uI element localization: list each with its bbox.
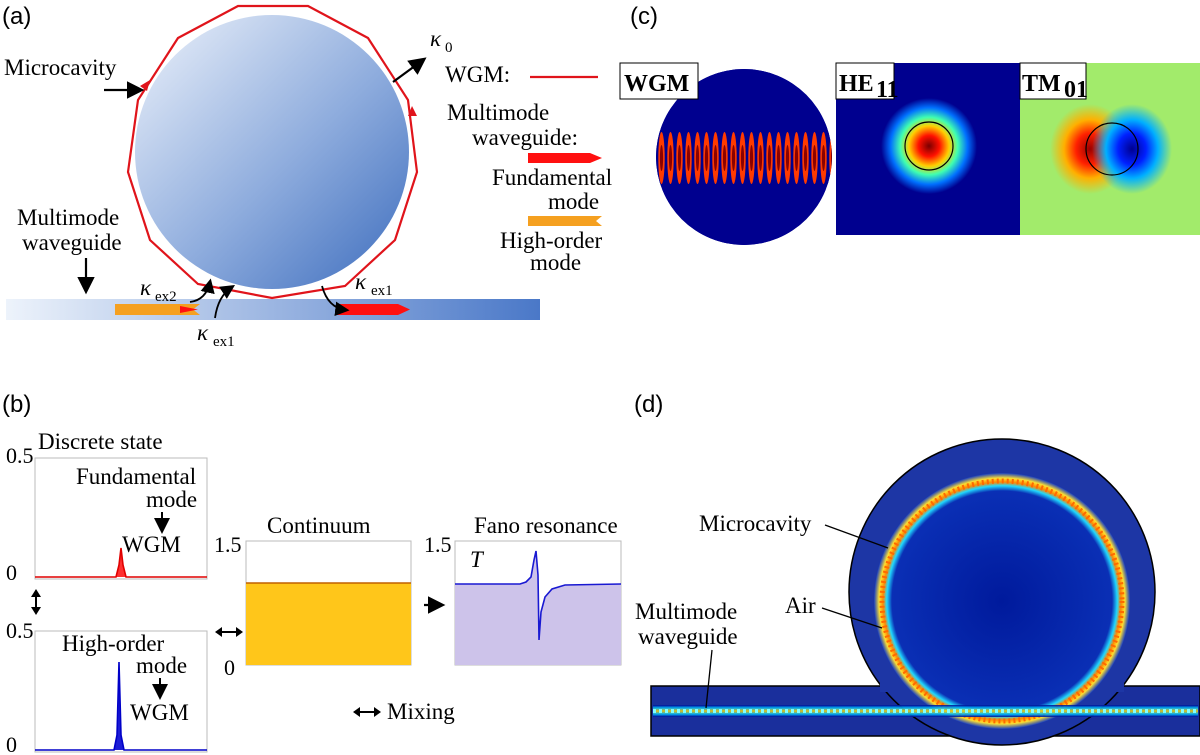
panel-a: (a) Microcavity Multimode waveguide κ 0 [2, 3, 612, 350]
tm01-title-box [1019, 62, 1087, 100]
panel-b: (b) 0.5 0 Discrete state Fundamental mod… [2, 391, 622, 755]
plot-fundamental-curve [35, 547, 207, 578]
wgm-polygon-path [126, 4, 419, 300]
svg-text:ex1: ex1 [213, 334, 235, 350]
svg-text:ex2: ex2 [155, 289, 177, 305]
continuum-title: Continuum [267, 513, 371, 538]
wgm-direction-arrow-right [408, 106, 417, 116]
panel-d-microcavity-leader [824, 524, 889, 549]
vertical-mixing-arrow [31, 589, 41, 615]
plot-high-order-curve [35, 661, 207, 751]
plot-high-order-tick-bottom: 0 [6, 732, 17, 755]
kappa-ex1-bottom-arrow [214, 285, 236, 319]
plot-fano-tick-top: 1.5 [424, 532, 452, 557]
plot-high-order-tick-top: 0.5 [6, 618, 34, 643]
plot-continuum-fill [246, 583, 411, 665]
fundamental-mode-pulse [336, 304, 410, 315]
waveguide-bar [6, 299, 540, 320]
legend-fundamental-line2: mode [548, 189, 599, 214]
microcavity-ring-dots [879, 478, 1125, 724]
panel-d-waveguide-line1: Multimode [635, 599, 737, 624]
fundamental-mode-line1: Fundamental [76, 464, 196, 489]
legend-fundamental-swatch [528, 153, 602, 163]
he11-field-spot [881, 98, 977, 194]
plot-fundamental-tick-bottom: 0 [6, 560, 17, 585]
svg-text:0: 0 [445, 40, 453, 56]
panel-d-label: (d) [634, 391, 663, 418]
fano-title: Fano resonance [474, 513, 618, 538]
legend-high-order-line2: mode [530, 250, 581, 275]
high-order-wgm-label: WGM [130, 700, 189, 725]
tm01-core-outline [1085, 122, 1139, 176]
svg-text:κ: κ [140, 275, 152, 300]
high-order-mode-pulse [115, 304, 200, 315]
fundamental-wgm-label: WGM [122, 532, 181, 557]
fano-t-label: T [470, 547, 485, 572]
waveguide-label-line2: waveguide [22, 230, 122, 255]
mixing-label: Mixing [387, 699, 455, 724]
kappa-ex1-right-arrow [321, 285, 350, 316]
plot-continuum-tick-top: 1.5 [214, 532, 242, 557]
plot-fundamental-tick-top: 0.5 [6, 443, 34, 468]
kappa-ex2-label: κ ex2 [140, 275, 177, 305]
panel-a-label: (a) [2, 3, 31, 30]
svg-text:TM: TM [1022, 71, 1061, 97]
svg-text:κ: κ [430, 26, 442, 51]
he11-title-box [835, 62, 895, 100]
panel-d-microcavity-label: Microcavity [699, 511, 812, 536]
mixing-legend-arrow [353, 707, 381, 717]
svg-text:κ: κ [355, 269, 367, 294]
fundamental-mode-line2: mode [146, 487, 197, 512]
panel-c-label: (c) [630, 3, 658, 30]
microcavity-disk [135, 15, 409, 289]
mixing-arrow-left [215, 627, 243, 637]
he11-title: HE 11 [839, 71, 899, 103]
high-order-mode-line1: High-order [62, 631, 165, 656]
waveguide-label-line1: Multimode [17, 205, 119, 230]
high-order-mode-line2: mode [136, 653, 187, 678]
panel-b-label: (b) [2, 391, 31, 418]
wgm-title-box [619, 62, 699, 100]
svg-text:κ: κ [197, 320, 209, 345]
panel-d-waveguide-line2: waveguide [638, 624, 738, 649]
svg-text:ex1: ex1 [371, 283, 393, 299]
kappa-ex2-arrow [189, 278, 215, 303]
panel-c: (c) WGM HE 11 TM 01 [619, 3, 1200, 245]
kappa0-arrow [392, 57, 427, 83]
kappa-ex1-bottom-label: κ ex1 [197, 320, 235, 350]
tm01-lobe-blue [1092, 104, 1172, 194]
tm01-title: TM 01 [1022, 71, 1088, 103]
plot-fano-curve [455, 550, 622, 641]
panel-d-air-leader [821, 607, 883, 629]
svg-text:HE: HE [839, 71, 874, 97]
kappa-ex1-right-label: κ ex1 [355, 269, 393, 299]
discrete-state-title: Discrete state [38, 429, 163, 454]
svg-text:01: 01 [1064, 77, 1088, 103]
legend-mm-line2: waveguide: [472, 125, 578, 150]
microcavity-ring-mode [874, 473, 1130, 729]
plot-continuum-tick-bottom: 0 [224, 655, 235, 680]
svg-text:11: 11 [876, 77, 899, 103]
panel-d-air-label: Air [785, 593, 816, 618]
legend-wgm-label: WGM: [445, 62, 510, 87]
wgm-title: WGM [624, 71, 689, 97]
microcavity-label: Microcavity [4, 55, 117, 80]
panel-d: (d) Microcavity Air Multimode waveguide [634, 391, 1200, 746]
wgm-direction-arrow-left [140, 80, 150, 91]
legend-mm-line1: Multimode [447, 100, 549, 125]
legend-fundamental-line1: Fundamental [492, 165, 612, 190]
panel-d-waveguide-leader [705, 649, 713, 709]
legend-high-order-swatch [528, 216, 602, 226]
he11-core-outline [904, 121, 954, 171]
legend-high-order-line1: High-order [500, 228, 603, 253]
kappa0-label: κ 0 [430, 26, 453, 56]
